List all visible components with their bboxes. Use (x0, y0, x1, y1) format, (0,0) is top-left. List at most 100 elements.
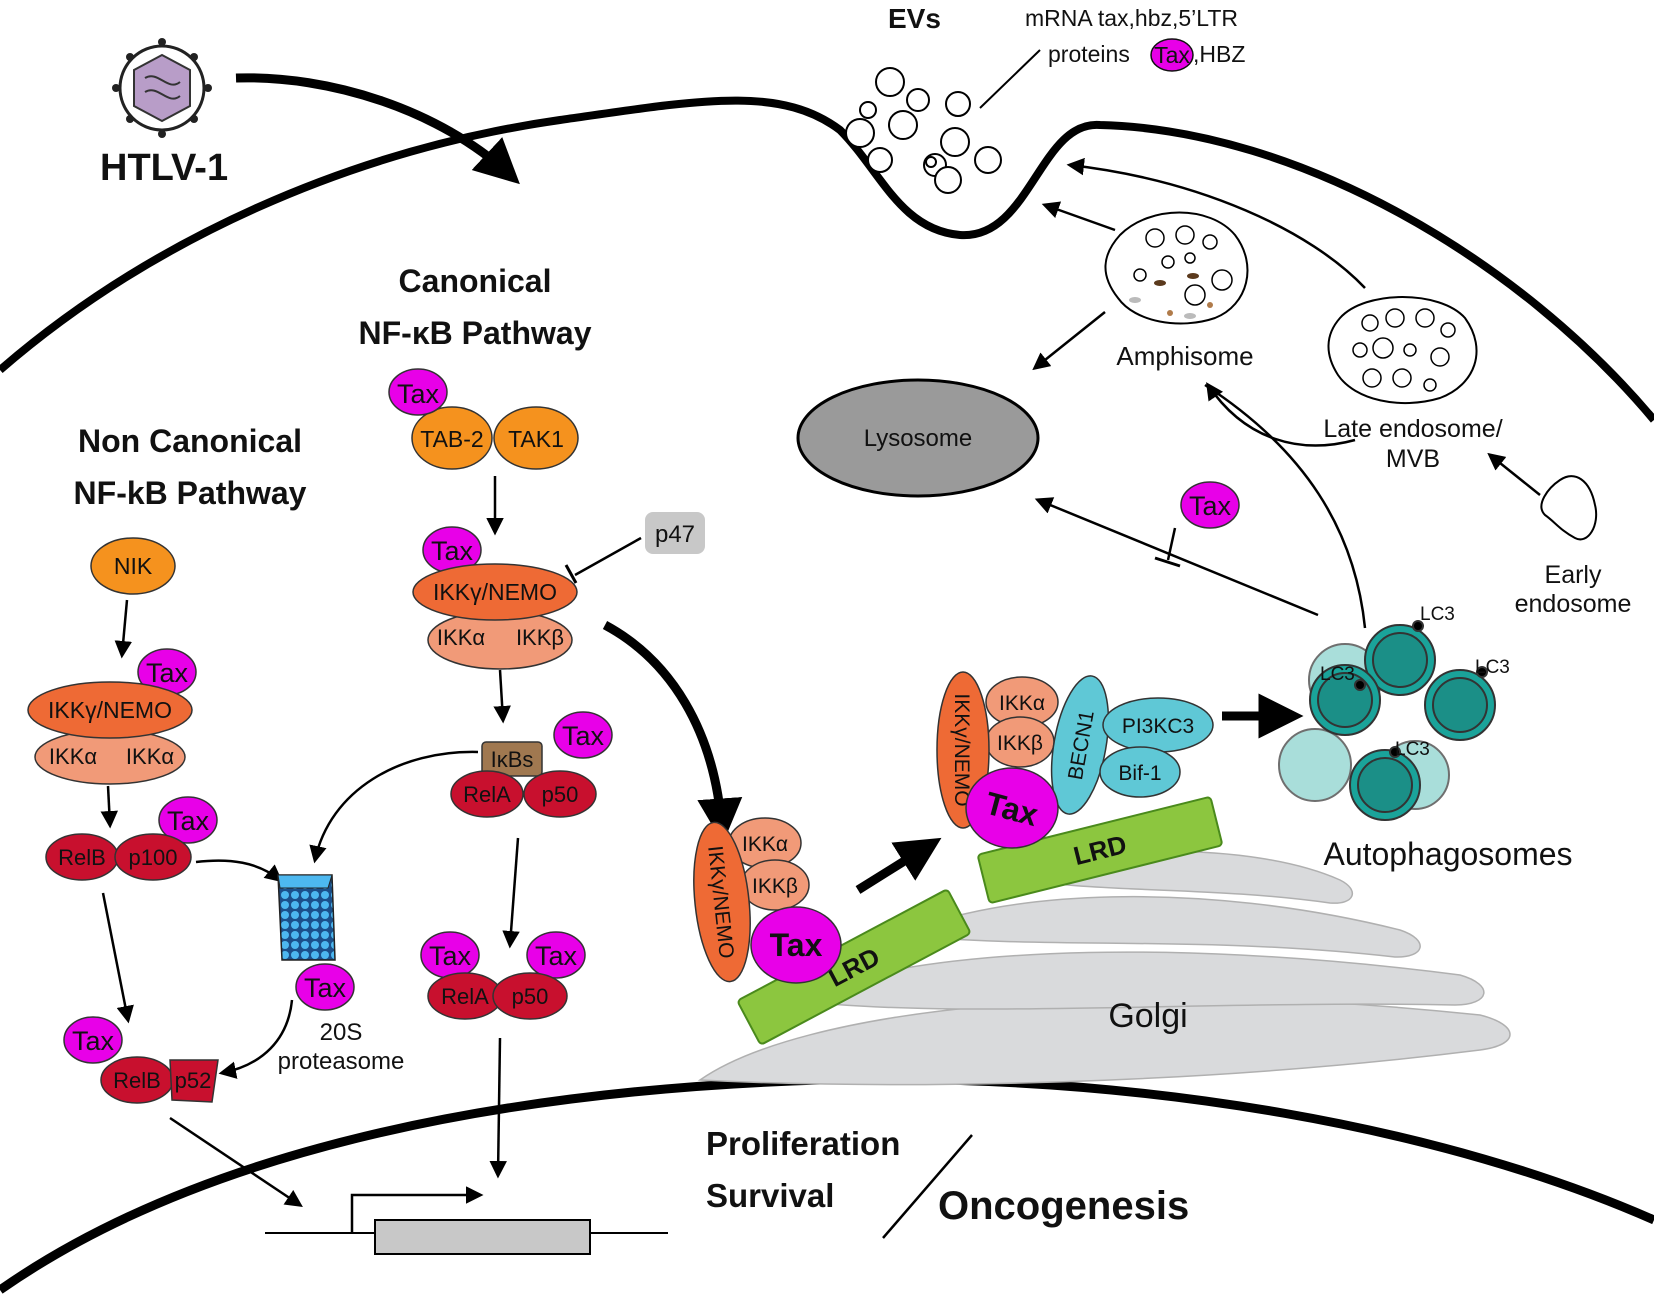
tax-label-canonical-2: Tax (431, 536, 474, 566)
ev-cargo-proteins-prefix: proteins (1048, 41, 1130, 67)
late-endosome-shape (1327, 296, 1478, 405)
ikkb-label-golgi2: IKKβ (997, 732, 1043, 755)
arrow-canonical-to-gene (489, 1037, 507, 1179)
p47-node (645, 512, 705, 554)
pi3kc3-label: PI3KC3 (1122, 715, 1194, 738)
arrow-relb-to-p52 (101, 892, 134, 1024)
rela-node-1 (450, 770, 524, 818)
tax-label-canonical-1: Tax (397, 379, 440, 409)
amphisome-shape (1104, 211, 1249, 325)
tax-node-golgi1 (750, 906, 842, 984)
arrow-autophagosome-to-amphisome (1204, 383, 1367, 629)
early-endosome-label-line2: endosome (1515, 590, 1632, 618)
late-endosome-label-line2: MVB (1386, 445, 1440, 473)
ikka-label-canonical: IKKα (437, 625, 485, 650)
nemo-label-noncanonical: IKKγ/NEMO (48, 697, 172, 723)
ev-cargo-proteins-suffix: ,HBZ (1193, 41, 1245, 67)
nemo-node-golgi1 (693, 821, 751, 983)
arrow-autophagosome-to-lysosome (1034, 497, 1319, 617)
late-endosome-label-line1: Late endosome/ (1323, 415, 1502, 443)
ikka2-label-noncanonical: IKKα (126, 744, 174, 769)
canonical-title-line2: NF-κB Pathway (359, 315, 592, 351)
tax-node-canonical-5 (526, 931, 586, 979)
arrow-golgi1-to-golgi2 (855, 837, 942, 894)
ev-callout-line (979, 49, 1041, 109)
golgi-label: Golgi (1108, 997, 1187, 1035)
p52-label: p52 (175, 1068, 212, 1093)
lc3-label-3: LC3 (1475, 657, 1510, 678)
tax-label-canonical-3: Tax (562, 721, 605, 751)
arrow-amphisome-to-evs (1041, 201, 1116, 232)
ev-cargo-mrna: mRNA tax,hbz,5’LTR (1025, 5, 1238, 31)
bif1-node (1099, 746, 1181, 798)
early-endosome-shape (1540, 475, 1598, 541)
becn1-node (1050, 675, 1110, 815)
p47-label: p47 (655, 521, 695, 548)
tax-inhibition-line (1166, 527, 1177, 561)
arrow-late-endosome-to-amphisome (1206, 382, 1356, 447)
autophagosome-cluster (1278, 620, 1496, 821)
relb-label-2: RelB (113, 1068, 161, 1093)
nemo-node-noncanonical (27, 681, 193, 739)
p50-node-1 (523, 770, 597, 818)
rela-label-2: RelA (441, 984, 489, 1009)
relb-label-1: RelB (58, 845, 106, 870)
tax-node-golgi2 (965, 767, 1059, 849)
p50-node-2 (492, 972, 568, 1020)
lrd-domain-1 (737, 889, 971, 1045)
proteasome-icon (277, 874, 336, 961)
outcome-proliferation: Proliferation (706, 1125, 900, 1162)
noncanonical-title-line1: Non Canonical (78, 423, 302, 459)
arrow-late-endosome-to-evs (1066, 157, 1366, 289)
autophagosomes-label: Autophagosomes (1323, 836, 1572, 872)
nemo-label-canonical: IKKγ/NEMO (433, 579, 557, 605)
tax-inhibition-bar (1154, 556, 1181, 568)
tak1-label: TAK1 (508, 426, 564, 452)
p50-label-2: p50 (512, 984, 549, 1009)
cell-membrane (0, 96, 1654, 423)
ikbs-label: IκBs (491, 747, 534, 772)
ev-cargo-tax: Tax (1154, 42, 1190, 68)
tax-label-canonical-4: Tax (429, 941, 472, 971)
outcome-survival: Survival (706, 1177, 834, 1214)
arrow-p100-to-proteasome (195, 859, 283, 883)
lrd-domain-2 (977, 796, 1223, 904)
tax-node-noncanonical-2 (158, 796, 218, 844)
golgi-apparatus (697, 850, 1511, 1086)
tab2-label: TAB-2 (420, 426, 483, 452)
noncanonical-title-line2: NF-kB Pathway (74, 475, 307, 511)
lysosome-label: Lysosome (864, 425, 973, 452)
p52-node (169, 1059, 219, 1103)
lc3-label-1: LC3 (1420, 604, 1455, 625)
tax-label-golgi1: Tax (770, 927, 823, 963)
lysosome-shape (796, 378, 1040, 498)
tak1-node (493, 406, 579, 470)
lc3-label-4: LC3 (1395, 739, 1430, 760)
proteasome-label-line1: 20S (320, 1019, 363, 1046)
ikka1-label-noncanonical: IKKα (49, 744, 97, 769)
p50-label-1: p50 (542, 782, 579, 807)
ikkb-label-golgi1: IKKβ (752, 875, 798, 898)
tax-label-canonical-5: Tax (535, 941, 578, 971)
tax-node-canonical-3 (553, 711, 613, 759)
tax-node-proteasome (295, 963, 355, 1011)
arrow-rela-to-nucleus-pair (502, 837, 520, 949)
ikbs-node (481, 741, 543, 777)
ikka-label-golgi1: IKKα (742, 833, 788, 856)
nik-label: NIK (114, 553, 153, 579)
ikka-label-golgi2: IKKα (999, 692, 1045, 715)
arrow-noncanonical-to-gene (169, 1116, 303, 1207)
tax-label-noncanonical-3: Tax (72, 1026, 115, 1056)
arrow-ikk-to-ikbs (493, 669, 511, 724)
arrow-amphisome-to-lysosome (1032, 311, 1106, 371)
rela-label-1: RelA (463, 782, 511, 807)
arrow-proteasome-to-p52 (218, 999, 294, 1079)
nemo-label-golgi2: IKKγ/NEMO (950, 693, 973, 806)
p47-inhibition-bar (564, 564, 578, 584)
tax-label-noncanonical-2: Tax (167, 806, 210, 836)
ev-vesicles (845, 67, 1002, 194)
tax-label-proteasome: Tax (304, 973, 347, 1003)
arrow-ikk-to-golgi (602, 621, 743, 844)
